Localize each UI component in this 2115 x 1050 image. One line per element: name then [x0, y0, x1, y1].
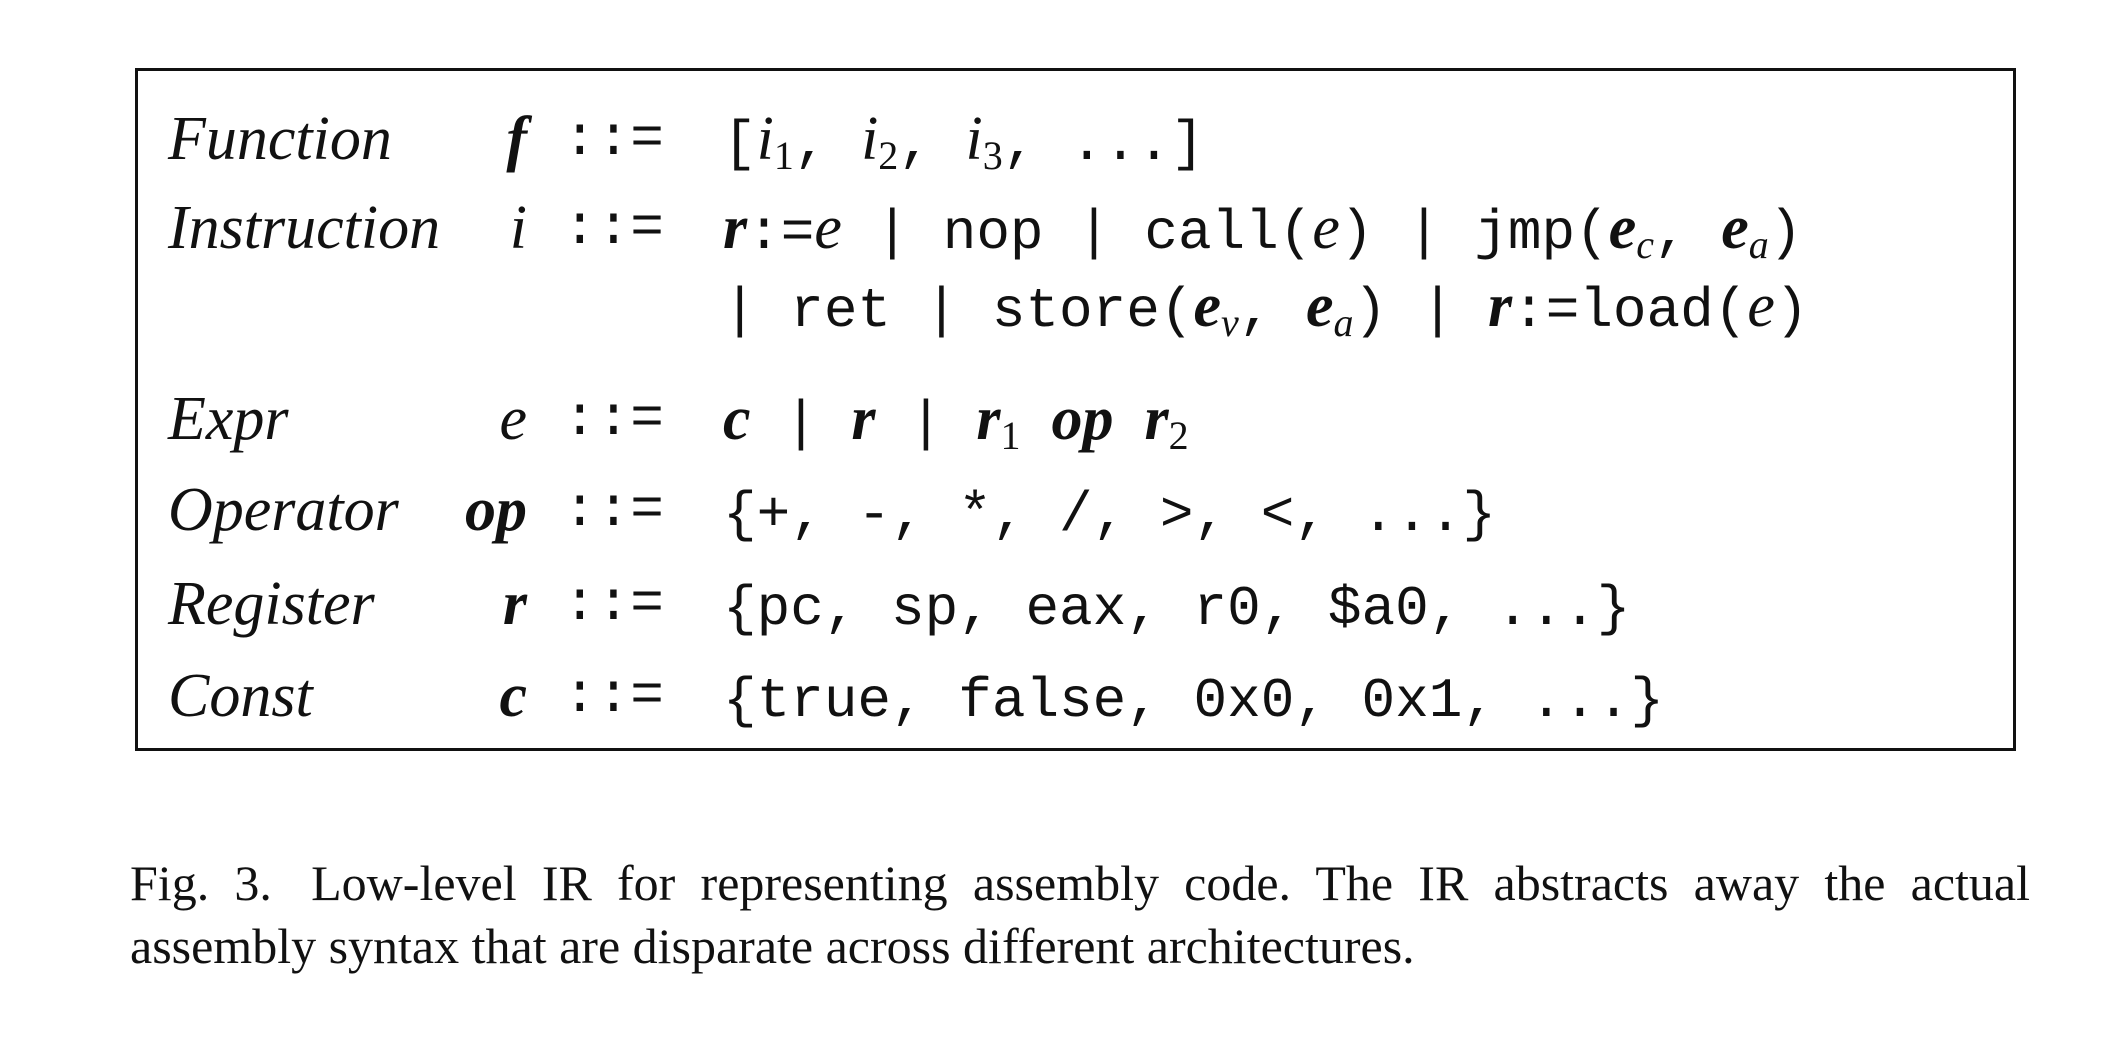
rule-production: {true, false, 0x0, 0x1, ...}: [723, 669, 1664, 733]
rule-definition-operator: ::=: [563, 572, 664, 636]
rule-production: c | r | r1 op r2: [723, 385, 1189, 458]
rule-production: r:=e | nop | call(e) | jmp(ec, ea): [723, 194, 1803, 267]
grammar-rule-operator: Operator op ::= {+, -, *, /, >, <, ...}: [138, 465, 2013, 555]
grammar-rule-const: Const c ::= {true, false, 0x0, 0x1, ...}: [138, 651, 2013, 741]
rule-nonterminal: c: [499, 662, 527, 730]
rule-production: [i1, i2, i3, ...]: [723, 105, 1205, 178]
rule-definition-operator: ::=: [563, 478, 664, 542]
rule-definition-operator: ::=: [563, 107, 664, 171]
rule-category: Instruction: [168, 194, 441, 262]
rule-nonterminal: r: [502, 570, 527, 638]
grammar-rule-register: Register r ::= {pc, sp, eax, r0, $a0, ..…: [138, 559, 2013, 649]
rule-nonterminal: e: [499, 385, 527, 453]
rule-category: Const: [168, 662, 313, 730]
rule-nonterminal: op: [465, 476, 527, 544]
rule-production: {+, -, *, /, >, <, ...}: [723, 483, 1496, 547]
rule-category: Register: [168, 570, 375, 638]
rule-nonterminal: i: [509, 194, 527, 262]
figure-label: Fig. 3.: [130, 855, 272, 911]
rule-category: Operator: [168, 476, 399, 544]
rule-production: {pc, sp, eax, r0, $a0, ...}: [723, 577, 1631, 641]
ir-grammar-box: Function f ::= [i1, i2, i3, ...] Instruc…: [135, 68, 2016, 751]
rule-nonterminal: f: [506, 105, 527, 173]
grammar-rule-instruction: Instruction i ::= r:=e | nop | call(e) |…: [138, 183, 2013, 273]
rule-definition-operator: ::=: [563, 196, 664, 260]
grammar-rule-function: Function f ::= [i1, i2, i3, ...]: [138, 94, 2013, 184]
rule-category: Expr: [168, 385, 289, 453]
rule-definition-operator: ::=: [563, 387, 664, 451]
grammar-rule-expr: Expr e ::= c | r | r1 op r2: [138, 374, 2013, 464]
grammar-rule-instruction-continued: | ret | store(ev, ea) | r:=load(e): [138, 261, 2013, 351]
figure-caption: Fig. 3. Low-level IR for representing as…: [130, 852, 2030, 978]
rule-production: | ret | store(ev, ea) | r:=load(e): [723, 272, 1809, 345]
rule-definition-operator: ::=: [563, 664, 664, 728]
rule-category: Function: [168, 105, 392, 173]
figure-caption-text: Low-level IR for representing assembly c…: [130, 855, 2031, 974]
